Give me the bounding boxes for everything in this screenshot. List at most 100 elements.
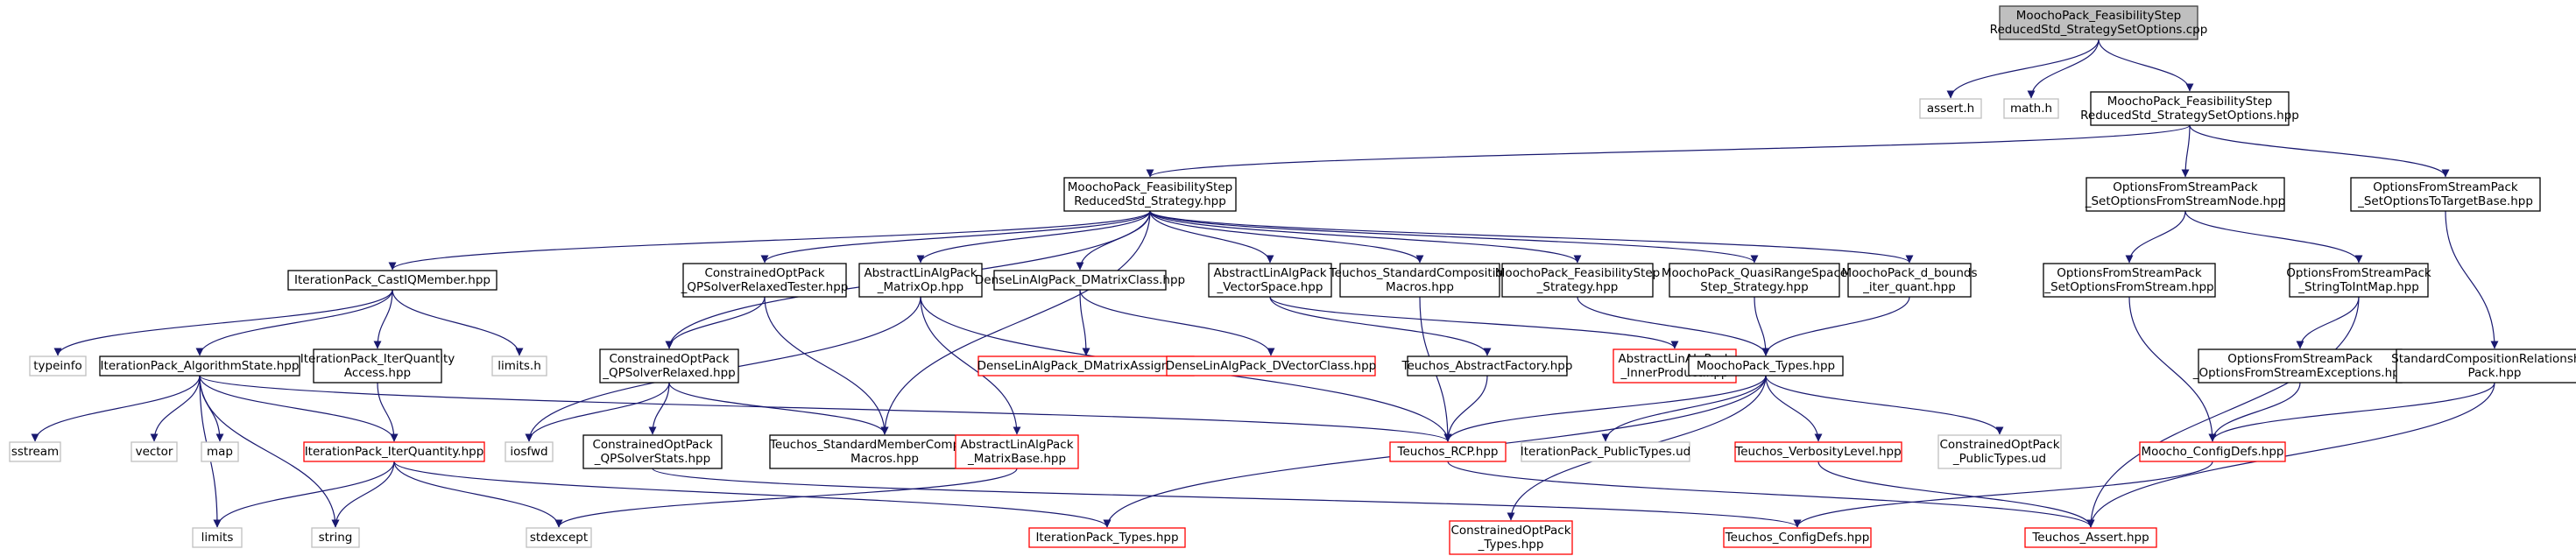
dependency-edges	[31, 39, 2499, 528]
node-castiq[interactable]: IterationPack_CastIQMember.hpp	[287, 270, 498, 291]
node-label-typeinfo-line-0: typeinfo	[33, 359, 81, 373]
node-algstate[interactable]: IterationPack_AlgorithmState.hpp	[99, 355, 300, 377]
node-box-stdcrel	[2396, 348, 2576, 384]
edge-castiq-to-typeinfo	[53, 289, 393, 356]
node-dmassign[interactable]: DenseLinAlgPack_DMatrixAssign.hpp	[977, 355, 1196, 377]
node-dbounds[interactable]: MoochoPack_d_bounds_iter_quant.hpp	[1841, 263, 1978, 298]
edge-ofs_target-to-stdcrel	[2445, 210, 2499, 349]
node-typeinfo: typeinfo	[29, 355, 87, 377]
node-strategy_hpp[interactable]: MoochoPack_FeasibilityStepReducedStd_Str…	[1063, 177, 1237, 212]
edge-qpstats-to-tconfig	[652, 468, 1802, 528]
edge-qpsr-to-qpstats	[648, 382, 670, 435]
edge-matbase-to-stdexcept	[554, 468, 1018, 528]
node-label-qpsrt-line-1: _QPSolverRelaxedTester.hpp	[681, 280, 849, 294]
node-ofs_node[interactable]: OptionsFromStreamPack_SetOptionsFromStre…	[2085, 177, 2286, 212]
node-coptypes_ud: ConstrainedOptPack_PublicTypes.ud	[1937, 434, 2062, 469]
node-label-iterquantity-line-0: IterationPack_IterQuantity.hpp	[305, 445, 484, 459]
edge-verbosity-to-tassert	[1817, 461, 2095, 528]
node-matop[interactable]: AbstractLinAlgPack_MatrixOp.hpp	[858, 263, 983, 298]
node-label-algstate-line-0: IterationPack_AlgorithmState.hpp	[101, 359, 300, 373]
edge-algstate-to-string	[199, 375, 340, 528]
node-label-castiq-line-0: IterationPack_CastIQMember.hpp	[294, 273, 490, 287]
node-label-verbosity-line-0: Teuchos_VerbosityLevel.hpp	[1734, 445, 1901, 459]
node-qpstats[interactable]: ConstrainedOptPack_QPSolverStats.hpp	[582, 434, 723, 469]
node-quasi[interactable]: MoochoPack_QuasiRangeSpaceStep_Strategy.…	[1662, 263, 1847, 298]
edge-algstate-to-rcp	[199, 375, 1452, 442]
node-label-iqaccess-line-0: IterationPack_IterQuantity	[300, 352, 455, 366]
edge-rcp-to-tassert	[1447, 461, 2095, 528]
node-iptypes_ud: IterationPack_PublicTypes.ud	[1521, 441, 1690, 462]
node-label-stdmember-line-1: Macros.hpp	[850, 452, 919, 466]
node-setopts_hpp[interactable]: MoochoPack_FeasibilityStepReducedStd_Str…	[2080, 91, 2299, 126]
node-box-iptypes	[1028, 527, 1186, 548]
node-strtoint[interactable]: OptionsFromStreamPack_StringToIntMap.hpp	[2286, 263, 2431, 298]
node-feasstep[interactable]: MoochoPack_FeasibilityStep_Strategy.hpp	[1495, 263, 1660, 298]
node-label-ofs_target-line-0: OptionsFromStreamPack	[2373, 180, 2518, 194]
node-limits_h: limits.h	[491, 355, 547, 377]
node-label-mconfig-line-0: Moocho_ConfigDefs.hpp	[2142, 445, 2284, 459]
node-label-ofsexc-line-0: OptionsFromStreamPack	[2227, 352, 2373, 366]
edge-iterquantity-to-string	[331, 461, 395, 528]
node-tconfig[interactable]: Teuchos_ConfigDefs.hpp	[1723, 527, 1872, 548]
node-vecspace[interactable]: AbstractLinAlgPack_VectorSpace.hpp	[1208, 263, 1332, 298]
edge-root-to-math_h	[2027, 39, 2100, 99]
node-box-castiq	[287, 270, 498, 291]
node-assert_h: assert.h	[1919, 98, 1982, 119]
edge-absfactory-to-rcp	[1443, 375, 1488, 442]
edge-strategy_hpp-to-qpsrt	[760, 210, 1151, 264]
node-box-stdexcept	[526, 527, 592, 548]
node-iterquantity[interactable]: IterationPack_IterQuantity.hpp	[303, 441, 485, 462]
node-qpsrt[interactable]: ConstrainedOptPack_QPSolverRelaxedTester…	[681, 263, 849, 298]
node-matbase[interactable]: AbstractLinAlgPack_MatrixBase.hpp	[955, 434, 1079, 469]
node-label-stdcrel-line-1: Pack.hpp	[2467, 366, 2521, 380]
node-qpsr[interactable]: ConstrainedOptPack_QPSolverRelaxed.hpp	[599, 348, 739, 384]
edge-qpsr-to-iosfwd	[525, 382, 670, 442]
node-label-matbase-line-1: _MatrixBase.hpp	[967, 452, 1066, 466]
node-label-string-line-0: string	[319, 531, 353, 545]
node-label-rcp-line-0: Teuchos_RCP.hpp	[1397, 445, 1499, 459]
node-tassert[interactable]: Teuchos_Assert.hpp	[2024, 527, 2157, 548]
node-label-qpstats-line-0: ConstrainedOptPack	[592, 438, 712, 452]
node-label-dvclass-line-0: DenseLinAlgPack_DVectorClass.hpp	[1166, 359, 1376, 373]
node-label-dmassign-line-0: DenseLinAlgPack_DMatrixAssign.hpp	[977, 359, 1196, 373]
graph-nodes: MoochoPack_FeasibilityStepReducedStd_Str…	[9, 5, 2576, 555]
node-dmatclass[interactable]: DenseLinAlgPack_DMatrixClass.hpp	[975, 270, 1185, 291]
edge-iterquantity-to-stdexcept	[393, 461, 563, 528]
node-mconfig[interactable]: Moocho_ConfigDefs.hpp	[2139, 441, 2286, 462]
node-ofs_stream[interactable]: OptionsFromStreamPack_SetOptionsFromStre…	[2043, 263, 2216, 298]
edge-algstate-to-sstream	[31, 375, 201, 442]
node-box-iterquantity	[303, 441, 485, 462]
edge-algstate-to-vector	[150, 375, 201, 442]
node-box-sstream	[9, 441, 61, 462]
node-label-strtoint-line-0: OptionsFromStreamPack	[2286, 266, 2431, 280]
node-verbosity[interactable]: Teuchos_VerbosityLevel.hpp	[1734, 441, 1902, 462]
node-ofsexc[interactable]: OptionsFromStreamPack_OptionsFromStreamE…	[2192, 348, 2408, 384]
edge-mtypes-to-coptypes_ud	[1765, 375, 2004, 435]
node-label-ofsexc-line-1: _OptionsFromStreamExceptions.hpp	[2192, 366, 2408, 380]
node-iptypes[interactable]: IterationPack_Types.hpp	[1028, 527, 1186, 548]
node-label-tassert-line-0: Teuchos_Assert.hpp	[2031, 531, 2149, 545]
node-mtypes[interactable]: MoochoPack_Types.hpp	[1688, 355, 1844, 377]
edge-setopts_hpp-to-ofs_node	[2181, 124, 2191, 178]
node-ofs_target[interactable]: OptionsFromStreamPack_SetOptionsToTarget…	[2350, 177, 2541, 212]
node-label-stdexcept-line-0: stdexcept	[530, 531, 588, 545]
node-box-strtoint	[2289, 263, 2429, 298]
node-absfactory[interactable]: Teuchos_AbstractFactory.hpp	[1401, 355, 1573, 377]
edge-feasstep-to-mtypes	[1577, 296, 1770, 356]
edge-strategy_hpp-to-dbounds	[1149, 210, 1914, 264]
edge-strtoint-to-ofsexc	[2296, 296, 2360, 349]
node-box-dmatclass	[993, 270, 1167, 291]
node-box-typeinfo	[29, 355, 87, 377]
edge-dmatclass-to-dvclass	[1079, 289, 1275, 356]
edge-strategy_hpp-to-feasstep	[1149, 210, 1582, 264]
edge-stdcrel-to-mconfig	[2208, 382, 2495, 442]
node-dvclass[interactable]: DenseLinAlgPack_DVectorClass.hpp	[1166, 355, 1376, 377]
node-coptypes[interactable]: ConstrainedOptPack_Types.hpp	[1449, 520, 1573, 555]
node-stdcrel[interactable]: StandardCompositionRelationshipsPack.hpp	[2391, 348, 2576, 384]
edge-dbounds-to-mtypes	[1761, 296, 1910, 356]
node-label-quasi-line-1: Step_Strategy.hpp	[1700, 280, 1808, 294]
node-rcp[interactable]: Teuchos_RCP.hpp	[1389, 441, 1507, 462]
